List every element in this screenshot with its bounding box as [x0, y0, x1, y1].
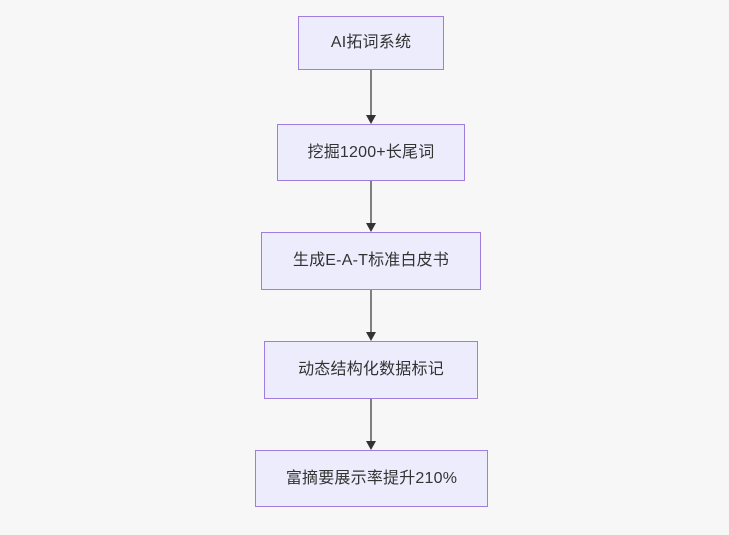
arrowhead-down-icon [366, 441, 376, 450]
arrowhead-down-icon [366, 115, 376, 124]
arrowhead-down-icon [366, 332, 376, 341]
edge-line [370, 399, 372, 441]
node-label: 富摘要展示率提升210% [285, 469, 458, 487]
arrowhead-down-icon [366, 223, 376, 232]
flowchart-node-rich-snippet-impression-lift[interactable]: 富摘要展示率提升210% [255, 450, 488, 507]
flowchart-node-mine-longtail-keywords[interactable]: 挖掘1200+长尾词 [277, 124, 465, 181]
edge-line [370, 181, 372, 223]
node-label: AI拓词系统 [330, 34, 412, 52]
node-label: 挖掘1200+长尾词 [307, 143, 435, 161]
flowchart-node-ai-keyword-system[interactable]: AI拓词系统 [298, 16, 444, 70]
node-label: 生成E-A-T标准白皮书 [292, 252, 450, 270]
flowchart-node-generate-eat-whitepaper[interactable]: 生成E-A-T标准白皮书 [261, 232, 481, 290]
node-label: 动态结构化数据标记 [298, 361, 444, 379]
edge-line [370, 70, 372, 115]
edge-line [370, 290, 372, 332]
flowchart-node-dynamic-structured-data-markup[interactable]: 动态结构化数据标记 [264, 341, 478, 399]
